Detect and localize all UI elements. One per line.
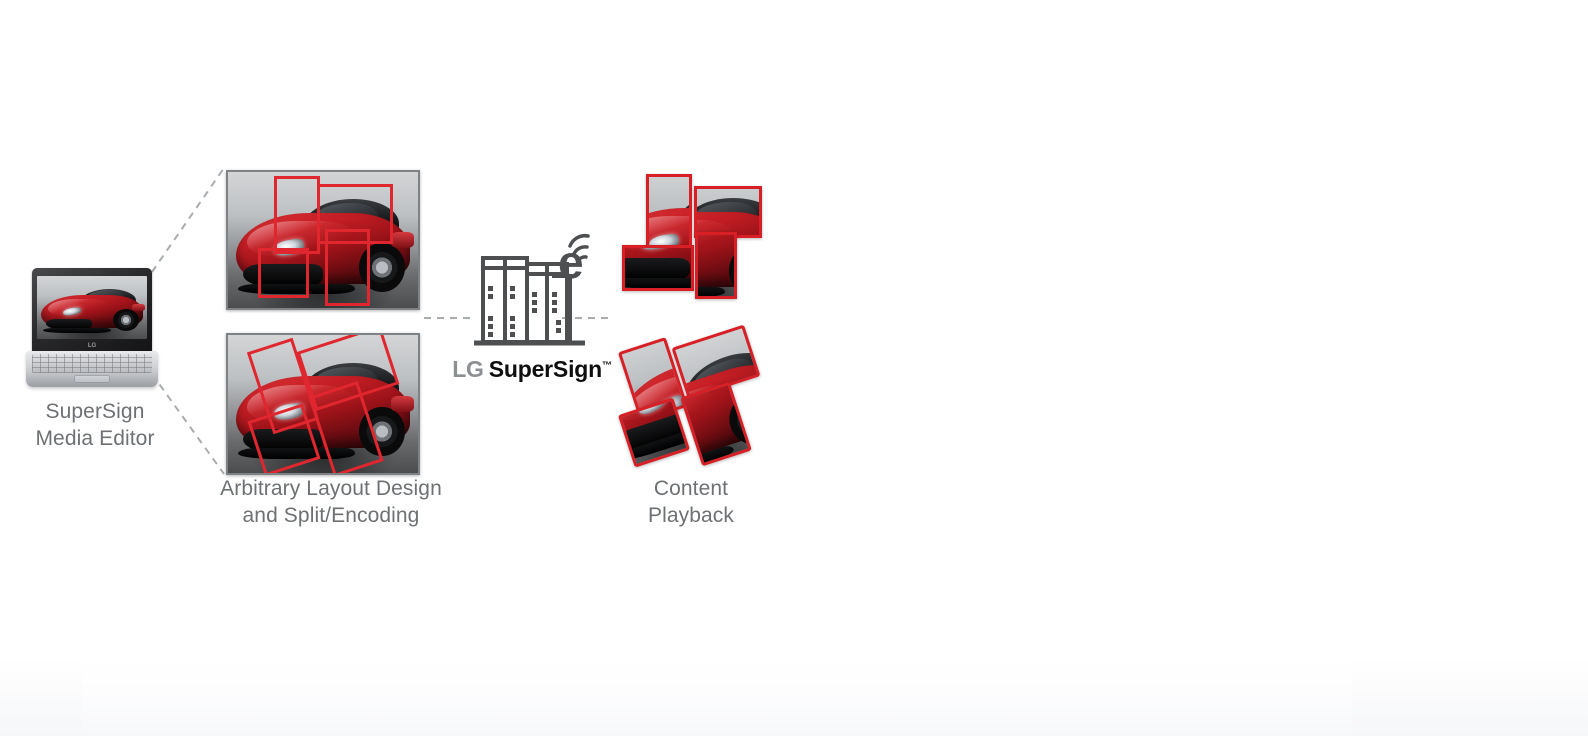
video-wall-tile[interactable] <box>695 232 737 299</box>
layout-zone[interactable] <box>258 248 309 298</box>
playback-label: Content Playback <box>647 477 734 527</box>
video-wall-tile[interactable] <box>680 381 752 467</box>
server-rack-wifi-e-icon: e <box>474 233 590 346</box>
laptop-lid: LG <box>32 268 152 352</box>
lg-wordmark: LG <box>452 356 484 382</box>
car-artwork <box>37 276 147 339</box>
video-wall-tile[interactable] <box>694 186 762 238</box>
trademark-symbol: ™ <box>601 360 612 372</box>
lg-brand-mark: LG <box>87 343 97 349</box>
footer-panel-center <box>82 658 1352 736</box>
layout-label: Arbitrary Layout Design and Split/Encodi… <box>220 477 442 527</box>
rotated-layout-screen <box>226 333 420 475</box>
footer-panel-left <box>0 655 82 736</box>
footer-panel-right <box>1352 655 1588 736</box>
video-wall-tile[interactable] <box>622 245 694 291</box>
layout-zone[interactable] <box>317 184 393 244</box>
webcam-icon <box>83 271 101 274</box>
connector-editor-to-top-layout <box>151 167 225 273</box>
car-artwork <box>228 335 418 473</box>
product-wordmark: SuperSign <box>488 356 602 382</box>
laptop-screen <box>37 276 147 339</box>
layout-zone[interactable] <box>325 229 370 306</box>
layout-zone[interactable] <box>274 176 320 254</box>
laptop-keyboard-base <box>26 351 158 387</box>
orthogonal-layout-screen <box>226 170 420 310</box>
editor-label: SuperSign Media Editor <box>35 400 155 450</box>
video-wall-tile[interactable] <box>646 174 692 250</box>
laptop-device: LG <box>26 268 158 391</box>
